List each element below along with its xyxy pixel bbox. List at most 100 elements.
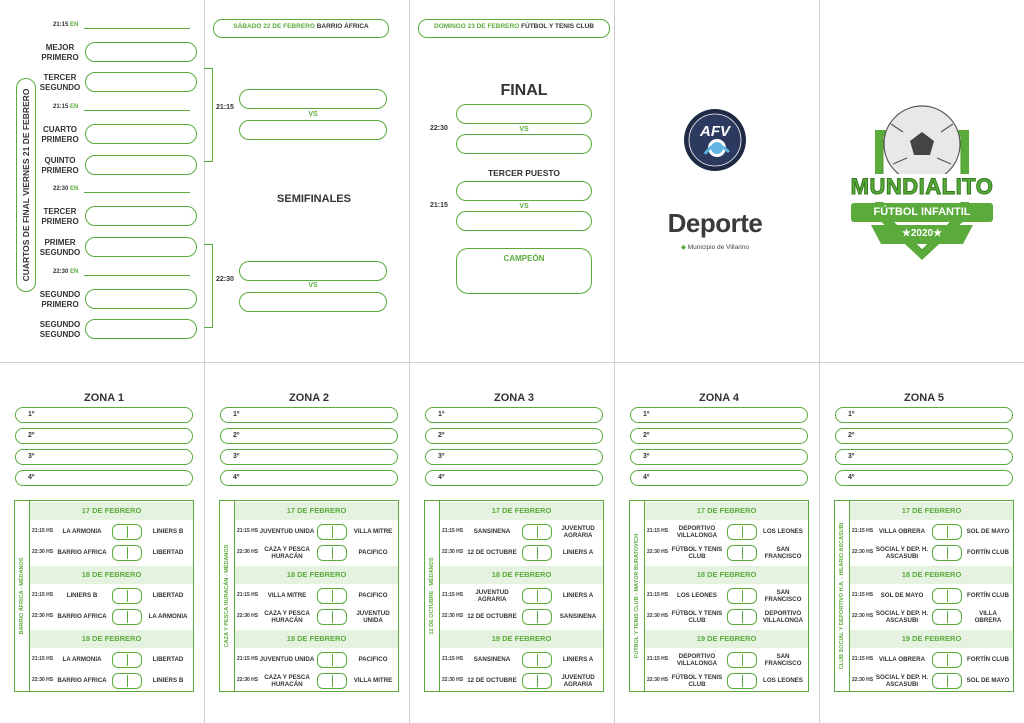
champion-box[interactable]	[456, 248, 592, 294]
score-box[interactable]	[317, 588, 347, 604]
zone-venue: CLUB SOCIAL Y DEPORTIVO H.A. - HILARIO A…	[839, 522, 845, 670]
score-box[interactable]	[932, 545, 962, 561]
qf-1-slot-a[interactable]	[85, 42, 197, 62]
score-box[interactable]	[522, 524, 552, 540]
score-box[interactable]	[932, 524, 962, 540]
zone-2-position-3[interactable]: 3º	[220, 449, 398, 465]
qf-3-header: 22:30 EN	[53, 186, 78, 192]
score-box[interactable]	[522, 588, 552, 604]
score-box[interactable]	[932, 673, 962, 689]
away-team: SAN FRANCISCO	[764, 545, 802, 561]
score-box[interactable]	[112, 652, 142, 668]
third-team-a[interactable]	[456, 181, 592, 201]
fold-line	[0, 362, 1024, 363]
semifinals-date-pill: SÁBADO 22 DE FEBRERO BARRIO ÁFRICA	[213, 19, 389, 38]
score-box[interactable]	[112, 545, 142, 561]
zone-5-position-4[interactable]: 4º	[835, 470, 1013, 486]
zone-1-position-3[interactable]: 3º	[15, 449, 193, 465]
score-box[interactable]	[522, 652, 552, 668]
mundialito-logo: MUNDIALITO FÚTBOL INFANTIL ★2020★	[833, 104, 1011, 266]
semi-1-team-a[interactable]	[239, 89, 387, 109]
zone-3-position-2[interactable]: 2º	[425, 428, 603, 444]
third-team-b[interactable]	[456, 211, 592, 231]
final-team-a[interactable]	[456, 104, 592, 124]
zone-4-position-2[interactable]: 2º	[630, 428, 808, 444]
home-team: FÚTBOL Y TENIS CLUB	[671, 545, 723, 561]
score-box[interactable]	[112, 673, 142, 689]
score-box[interactable]	[522, 673, 552, 689]
semi-2-team-b[interactable]	[239, 292, 387, 312]
zone-1-position-4[interactable]: 4º	[15, 470, 193, 486]
score-box[interactable]	[727, 545, 757, 561]
away-team: JUVENTUD UNIDA	[356, 609, 390, 625]
qf-2-slot-b[interactable]	[85, 155, 197, 175]
position-label: 4º	[848, 474, 855, 481]
score-box[interactable]	[932, 652, 962, 668]
score-box[interactable]	[727, 588, 757, 604]
zone-5-position-3[interactable]: 3º	[835, 449, 1013, 465]
zone-3-position-4[interactable]: 4º	[425, 470, 603, 486]
score-box[interactable]	[317, 524, 347, 540]
zone-2-position-2[interactable]: 2º	[220, 428, 398, 444]
score-box[interactable]	[112, 588, 142, 604]
score-box[interactable]	[317, 609, 347, 625]
zone-4-position-4[interactable]: 4º	[630, 470, 808, 486]
score-box[interactable]	[317, 673, 347, 689]
score-box[interactable]	[727, 673, 757, 689]
semi-1-team-b[interactable]	[239, 120, 387, 140]
away-team: LA ARMONIA	[148, 613, 188, 621]
qf-1-header: 21:15 EN	[53, 22, 78, 28]
away-team: PACIFICO	[358, 656, 388, 664]
score-box[interactable]	[112, 609, 142, 625]
home-team: VILLA OBRERA	[878, 528, 926, 536]
qf-1-label-a: MEJOR PRIMERO	[41, 43, 79, 62]
zone-4-position-1[interactable]: 1º	[630, 407, 808, 423]
finals-date-pill: DOMINGO 23 DE FEBRERO FÚTBOL Y TENIS CLU…	[418, 19, 610, 38]
semi-2-team-a[interactable]	[239, 261, 387, 281]
match-time: 21:15 HS	[647, 592, 669, 598]
third-place-title: TERCER PUESTO	[487, 168, 561, 178]
score-box[interactable]	[317, 652, 347, 668]
score-box[interactable]	[112, 524, 142, 540]
qf-4-header: 22:30 EN	[53, 269, 78, 275]
zone-2-position-1[interactable]: 1º	[220, 407, 398, 423]
score-box[interactable]	[727, 609, 757, 625]
qf-3-slot-b[interactable]	[85, 237, 197, 257]
final-team-b[interactable]	[456, 134, 592, 154]
qf-4-slot-a[interactable]	[85, 289, 197, 309]
away-team: LIBERTAD	[152, 592, 184, 600]
zone-5-position-2[interactable]: 2º	[835, 428, 1013, 444]
score-box[interactable]	[317, 545, 347, 561]
day-header: 19 DE FEBRERO	[235, 630, 398, 648]
score-box[interactable]	[522, 545, 552, 561]
zone-4-position-3[interactable]: 3º	[630, 449, 808, 465]
zone-2-title: ZONA 2	[289, 392, 329, 404]
day-header: 17 DE FEBRERO	[235, 502, 398, 520]
zone-5-position-1[interactable]: 1º	[835, 407, 1013, 423]
score-box[interactable]	[932, 609, 962, 625]
zone-5-schedule: CLUB SOCIAL Y DEPORTIVO H.A. - HILARIO A…	[834, 500, 1014, 692]
score-box[interactable]	[522, 609, 552, 625]
zone-2-position-4[interactable]: 4º	[220, 470, 398, 486]
semi-time-1: 21:15	[216, 104, 234, 111]
score-box[interactable]	[727, 524, 757, 540]
zone-1-position-1[interactable]: 1º	[15, 407, 193, 423]
zone-1-position-2[interactable]: 2º	[15, 428, 193, 444]
home-team: VILLA OBRERA	[878, 656, 926, 664]
qf-4-slot-b[interactable]	[85, 319, 197, 339]
semi-1-vs: VS	[308, 111, 318, 118]
score-box[interactable]	[932, 588, 962, 604]
finals-date: DOMINGO 23 DE FEBRERO	[434, 23, 520, 30]
qf-1-label-b: TERCER SEGUNDO	[39, 73, 81, 92]
zone-venue: 12 DE OCTUBRE - MÉDANOS	[429, 557, 435, 635]
qf-3-slot-a[interactable]	[85, 206, 197, 226]
third-place-time: 21:15	[430, 202, 448, 209]
qf-1-slot-b[interactable]	[85, 72, 197, 92]
zone-3-position-1[interactable]: 1º	[425, 407, 603, 423]
score-box[interactable]	[727, 652, 757, 668]
match-time: 22:30 HS	[647, 677, 669, 683]
qf-2-slot-a[interactable]	[85, 124, 197, 144]
zone-3-position-3[interactable]: 3º	[425, 449, 603, 465]
